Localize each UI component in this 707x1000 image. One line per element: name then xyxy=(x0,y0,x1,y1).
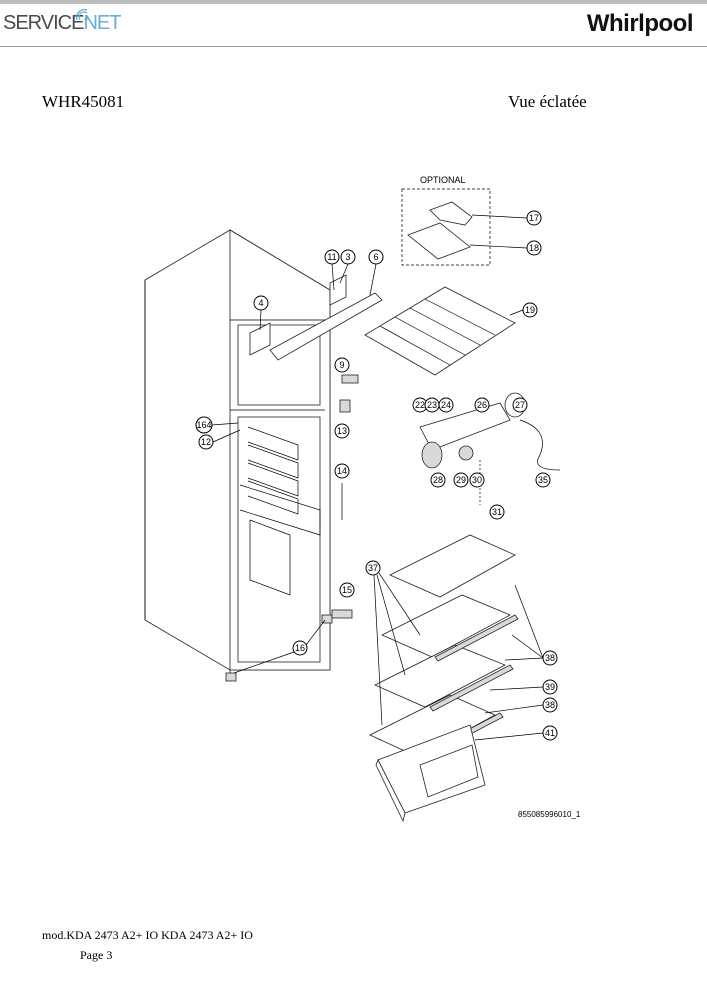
bracket-part xyxy=(341,374,359,384)
callout-41: 41 xyxy=(542,725,558,741)
optional-label: OPTIONAL xyxy=(420,175,466,185)
servicenet-logo-b: NET xyxy=(83,12,121,34)
servicenet-logo-a: SERVICE xyxy=(3,12,84,34)
callout-26: 26 xyxy=(474,397,490,413)
wire-shelf xyxy=(364,286,516,376)
callout-9: 9 xyxy=(334,357,350,373)
crisper-drawer xyxy=(375,724,486,823)
svg-text:13: 13 xyxy=(337,426,347,436)
callout-35: 35 xyxy=(535,472,551,488)
svg-text:38: 38 xyxy=(545,653,555,663)
callout-38: 38 xyxy=(542,650,558,666)
lamp-part xyxy=(339,399,351,413)
svg-text:3: 3 xyxy=(345,252,350,262)
svg-text:11: 11 xyxy=(327,252,336,262)
callout-29: 29 xyxy=(453,472,469,488)
callout-28: 28 xyxy=(430,472,446,488)
svg-text:12: 12 xyxy=(201,437,211,447)
svg-text:38: 38 xyxy=(545,700,555,710)
top-bar xyxy=(0,0,707,4)
svg-text:164: 164 xyxy=(196,420,211,430)
svg-text:18: 18 xyxy=(529,243,539,253)
svg-text:30: 30 xyxy=(472,475,482,485)
optional-box: OPTIONAL xyxy=(401,175,491,266)
footer-page: Page 3 xyxy=(80,948,113,962)
callout-12: 12 xyxy=(198,434,214,450)
hinge-bracket-part xyxy=(329,274,347,306)
view-label: Vue éclatée xyxy=(508,92,587,111)
callout-3: 3 xyxy=(340,249,356,265)
callout-37: 37 xyxy=(365,560,381,576)
hinge-plate-part xyxy=(249,322,271,356)
model-number: WHR45081 xyxy=(42,92,125,111)
svg-text:24: 24 xyxy=(441,400,451,410)
callout-39: 39 xyxy=(542,679,558,695)
servicenet-logo: SERVICENET xyxy=(3,9,121,35)
callout-30: 30 xyxy=(469,472,485,488)
svg-text:14: 14 xyxy=(337,466,347,476)
footer-models: mod.KDA 2473 A2+ IO KDA 2473 A2+ IO xyxy=(42,928,253,942)
signal-icon xyxy=(76,9,88,21)
svg-text:35: 35 xyxy=(538,475,548,485)
header-divider xyxy=(0,46,707,47)
callout-24: 24 xyxy=(438,397,454,413)
callout-19: 19 xyxy=(522,302,538,318)
svg-text:17: 17 xyxy=(529,213,539,223)
callout-38b: 38 xyxy=(542,697,558,713)
callout-27: 27 xyxy=(512,397,528,413)
callout-23: 23 xyxy=(424,397,440,413)
whirlpool-logo: Whirlpool xyxy=(586,10,694,37)
svg-text:29: 29 xyxy=(456,475,466,485)
callout-31: 31 xyxy=(489,504,505,520)
foot-bracket-part xyxy=(331,609,353,619)
drawing-code: 855085996010_1 xyxy=(518,810,581,819)
svg-text:37: 37 xyxy=(368,563,378,573)
callout-14: 14 xyxy=(334,463,350,479)
evaporator-fins xyxy=(247,426,299,515)
callout-4: 4 xyxy=(253,295,269,311)
top-trim-part xyxy=(269,292,383,361)
callout-15: 15 xyxy=(339,582,355,598)
exploded-view-diagram: OPTIONAL 17 1 xyxy=(144,175,581,823)
svg-text:15: 15 xyxy=(342,585,352,595)
callout-11: 11 xyxy=(324,249,340,265)
callout-18: 18 xyxy=(526,240,542,256)
svg-text:27: 27 xyxy=(515,400,525,410)
svg-text:4: 4 xyxy=(258,298,263,308)
callout-17: 17 xyxy=(526,210,542,226)
svg-text:16: 16 xyxy=(295,643,305,653)
svg-text:19: 19 xyxy=(525,305,535,315)
svg-text:31: 31 xyxy=(492,507,502,517)
svg-text:41: 41 xyxy=(545,728,555,738)
svg-text:22: 22 xyxy=(415,400,425,410)
svg-text:28: 28 xyxy=(433,475,443,485)
callout-6: 6 xyxy=(368,249,384,265)
svg-text:26: 26 xyxy=(477,400,487,410)
svg-text:6: 6 xyxy=(373,252,378,262)
callout-16: 16 xyxy=(292,640,308,656)
svg-text:23: 23 xyxy=(427,400,437,410)
callout-13: 13 xyxy=(334,423,350,439)
glass-shelves xyxy=(369,534,519,760)
svg-text:39: 39 xyxy=(545,682,555,692)
leader-lines xyxy=(211,214,544,741)
fridge-cabinet xyxy=(144,229,333,682)
callout-164: 164 xyxy=(195,416,213,434)
svg-text:9: 9 xyxy=(339,360,344,370)
